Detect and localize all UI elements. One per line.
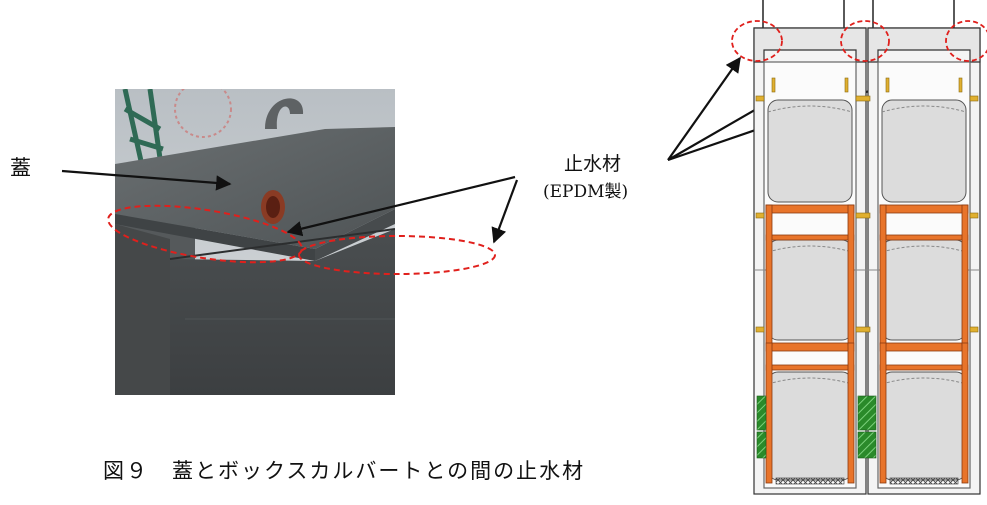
seal-brackets <box>755 77 979 333</box>
green-packing <box>756 395 877 459</box>
seal-arrow-2 <box>491 179 519 244</box>
seal-arrow-3 <box>667 56 741 161</box>
lid-arrow <box>61 169 232 191</box>
seal-arrow-1 <box>286 175 516 237</box>
figure-caption: 図９ 蓋とボックスカルバートとの間の止水材 <box>103 459 586 483</box>
seal-highlight-right <box>298 235 496 275</box>
seal-highlight-left <box>107 204 303 264</box>
steel-frame <box>765 204 969 484</box>
lid-label: 蓋 <box>10 156 31 180</box>
seal-circles <box>731 20 987 62</box>
culvert-cross-section <box>731 0 987 495</box>
culvert-lid-photo <box>115 89 395 395</box>
sealant-material-label: (EPDM製) <box>543 182 629 202</box>
sealant-label: 止水材 <box>564 153 622 175</box>
